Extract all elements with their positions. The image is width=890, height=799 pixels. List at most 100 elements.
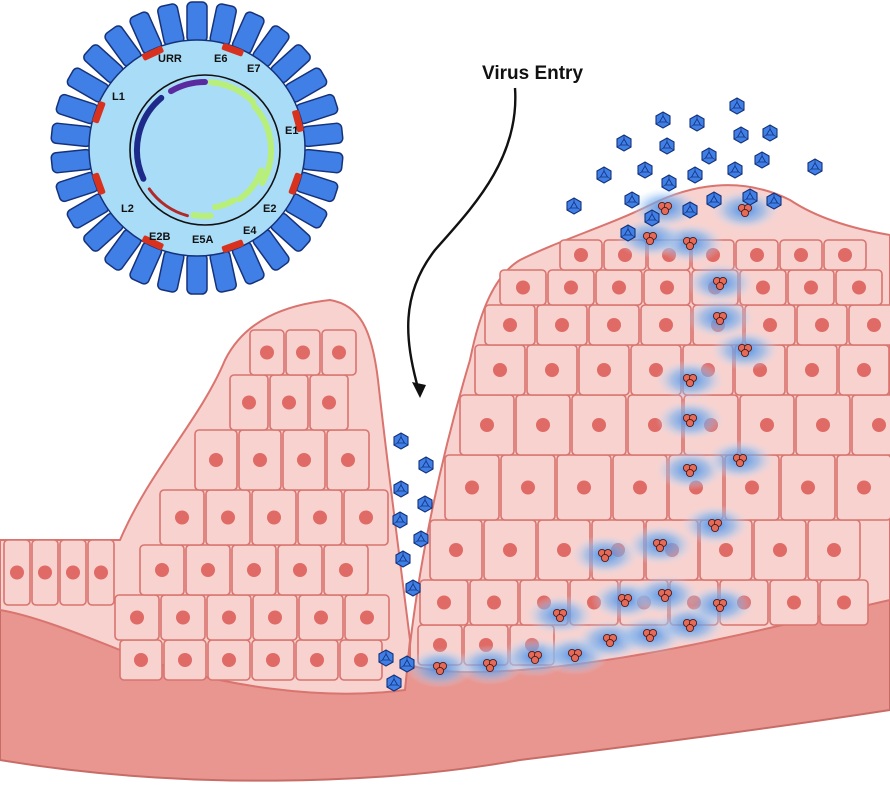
- virion-icon: [405, 579, 421, 597]
- gene-label-e2: E2: [263, 203, 276, 215]
- epithelial-cell: [295, 639, 339, 681]
- red-marker: [92, 172, 106, 195]
- epithelial-cell: [344, 594, 390, 641]
- gene-label-e4: E4: [243, 225, 257, 237]
- epithelial-cell: [795, 394, 851, 456]
- capsomere: [186, 253, 208, 295]
- virion-icon: [624, 191, 640, 209]
- epithelial-cell: [206, 594, 252, 641]
- infected-cell: [626, 525, 694, 565]
- virion-icon: [566, 197, 582, 215]
- genome-circle: [129, 74, 281, 226]
- capsomere: [50, 148, 93, 174]
- virion-interior: [88, 39, 306, 257]
- epithelial-cell: [444, 454, 500, 521]
- red-marker: [142, 46, 164, 61]
- epithelial-cell: [578, 344, 630, 396]
- epithelial-cell: [780, 454, 836, 521]
- epithelial-cell: [251, 639, 295, 681]
- epithelial-cell: [3, 539, 31, 606]
- gene-arc-e6: [207, 79, 237, 92]
- virion-icon: [616, 134, 632, 152]
- virion-icon: [766, 192, 782, 210]
- epithelial-cell: [285, 329, 321, 376]
- virus-entry-label: Virus Entry: [482, 63, 583, 84]
- red-marker: [221, 239, 244, 253]
- epithelial-cell: [547, 269, 595, 306]
- epithelial-cell: [298, 594, 344, 641]
- arrow-head-icon: [412, 382, 426, 398]
- epithelial-cell: [207, 639, 251, 681]
- capsomere: [50, 122, 93, 148]
- infected-cell: [406, 648, 474, 688]
- infected-cell: [711, 330, 779, 370]
- gene-label-e6: E6: [214, 53, 227, 65]
- epithelial-cell: [556, 454, 612, 521]
- virion-genome-map: URR E6 E7 E1 E2 E4 E5A E2B L2 L1: [50, 1, 344, 295]
- gene-arc-e2: [236, 167, 265, 203]
- red-marker: [221, 43, 244, 57]
- infected-cells: [406, 188, 779, 688]
- epithelial-cell: [282, 429, 326, 491]
- virion-icon: [742, 188, 758, 206]
- virion-icon: [620, 224, 636, 242]
- capsomere: [186, 1, 208, 43]
- epithelial-cell: [483, 519, 537, 581]
- epithelial-cell: [838, 344, 890, 396]
- virion-icon: [395, 550, 411, 568]
- epithelial-cell: [87, 539, 115, 606]
- gene-label-e5a: E5A: [192, 234, 213, 246]
- virion-icon: [413, 530, 429, 548]
- capsomere: [157, 3, 185, 47]
- gene-arc-urr: [168, 79, 208, 95]
- epithelial-cell: [836, 454, 890, 521]
- epithelial-cell: [640, 304, 692, 346]
- infected-cell: [631, 575, 699, 615]
- epithelial-cell: [163, 639, 207, 681]
- infected-cell: [711, 190, 779, 230]
- virion-icon: [392, 511, 408, 529]
- gene-label-urr: URR: [158, 53, 182, 65]
- infected-cell: [686, 298, 754, 338]
- virion-icon: [807, 158, 823, 176]
- capsomere-ring: [50, 1, 344, 295]
- red-marker: [92, 101, 106, 124]
- epithelial-cell: [779, 239, 823, 271]
- gene-arc-l1: [134, 94, 165, 182]
- epithelial-cell: [194, 429, 238, 491]
- virus-entry-arrow: [407, 87, 517, 389]
- virion-icon: [659, 137, 675, 155]
- epithelial-cell: [309, 374, 349, 431]
- capsomere: [209, 249, 237, 293]
- virion-icon: [661, 174, 677, 192]
- capsomere: [209, 3, 237, 47]
- virion-icon: [393, 480, 409, 498]
- gene-arc-e1: [251, 102, 274, 186]
- gene-arc-e7: [233, 86, 257, 105]
- virion-icon: [706, 191, 722, 209]
- virion-icon: [682, 201, 698, 219]
- virion-icon: [596, 166, 612, 184]
- epithelial-cell: [185, 544, 231, 596]
- red-marker: [292, 109, 304, 133]
- epithelial-cell: [419, 579, 469, 626]
- epithelial-cell: [31, 539, 59, 606]
- infected-cell: [656, 360, 724, 400]
- virion-icon: [762, 124, 778, 142]
- epithelial-cell: [459, 394, 515, 456]
- epithelial-cell: [321, 329, 357, 376]
- epithelial-cell: [119, 639, 163, 681]
- gene-label-e1: E1: [285, 125, 298, 137]
- virion-icon: [689, 114, 705, 132]
- epithelial-cell: [536, 304, 588, 346]
- capsomere: [301, 122, 344, 148]
- infected-cell: [526, 595, 594, 635]
- virion-icon: [727, 161, 743, 179]
- epithelial-cell: [339, 639, 383, 681]
- epithelial-cell: [469, 579, 519, 626]
- epithelial-cell: [787, 269, 835, 306]
- epithelial-cell: [277, 544, 323, 596]
- epithelial-cell: [326, 429, 370, 491]
- epithelial-cell: [269, 374, 309, 431]
